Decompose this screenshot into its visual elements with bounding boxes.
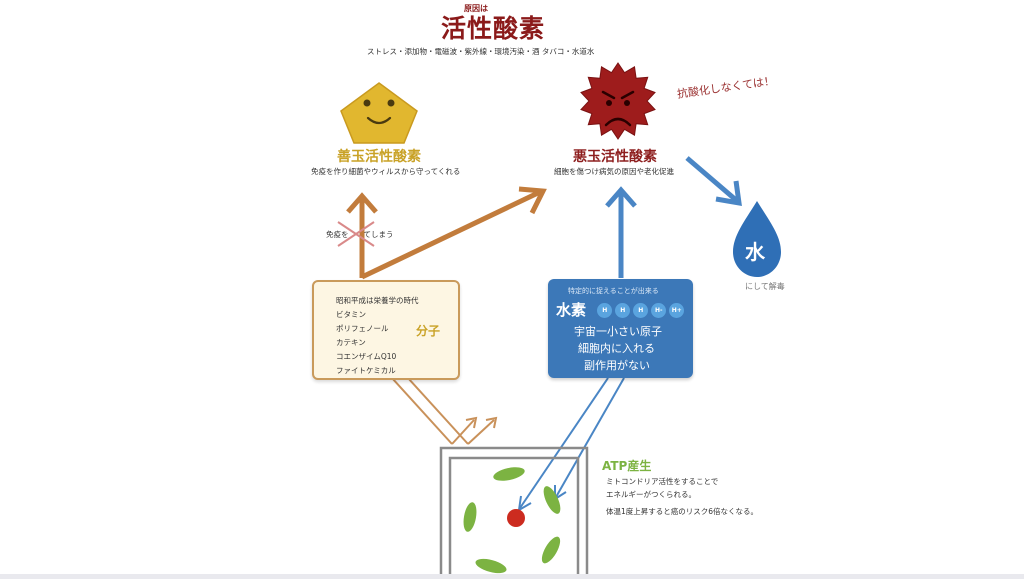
- good-title: 善玉活性酸素: [337, 149, 421, 165]
- good-desc: 免疫を作り細菌やウィルスから守ってくれる: [311, 167, 461, 176]
- hydrogen-line: 細胞内に入れる: [578, 342, 655, 355]
- molecule-line: ファイトケミカル: [336, 366, 396, 375]
- hydrogen-badge: H: [615, 303, 631, 318]
- molecule-line: ポリフェノール: [336, 324, 389, 333]
- immune-note: 免疫を てしまう: [326, 230, 394, 239]
- arrow-molecule-thin: [391, 377, 498, 445]
- atp-line: 体温1度上昇すると癌のリスク6倍なくなる。: [606, 507, 759, 516]
- hydrogen-badge: H-: [651, 303, 667, 318]
- hydrogen-top-note: 特定的に捉えることが出来る: [568, 287, 659, 295]
- bottom-bar: [0, 574, 1024, 579]
- arrow-bad-to-water: [685, 156, 742, 207]
- molecule-line: コエンザイムQ10: [336, 352, 397, 361]
- causes-list: ストレス・添加物・電磁波・紫外線・環境汚染・酒 タバコ・水道水: [367, 47, 595, 56]
- bad-desc: 細胞を傷つけ病気の原因や老化促進: [554, 167, 674, 176]
- cell-box: [439, 446, 589, 579]
- water-char: 水: [745, 240, 765, 264]
- page-title: 活性酸素: [441, 14, 546, 43]
- molecule-line: 昭和平成は栄養学の時代: [336, 296, 419, 305]
- molecule-line: カテキン: [336, 338, 366, 347]
- cross-mark-icon: [337, 221, 375, 247]
- atp-line: エネルギーがつくられる。: [606, 490, 696, 499]
- hydrogen-badge: H: [597, 303, 613, 318]
- arrow-to-bad: [360, 186, 547, 280]
- hydrogen-title-text: 水素: [556, 301, 587, 319]
- water-drop-icon: [733, 201, 781, 277]
- cause-small-label: 原因は: [464, 4, 488, 13]
- hydrogen-badge: H+: [669, 303, 685, 318]
- hydrogen-badge: H: [633, 303, 649, 318]
- good-face-icon: [340, 82, 418, 144]
- atp-line: ミトコンドリア活性をすることで: [606, 477, 719, 486]
- arrow-hydrogen-to-bad: [605, 186, 637, 278]
- water-note: にして解毒: [745, 282, 785, 291]
- hydrogen-line: 副作用がない: [584, 359, 650, 372]
- molecule-box: 昭和平成は栄養学の時代 ビタミン ポリフェノール カテキン コエンザイムQ10 …: [312, 280, 460, 380]
- hydrogen-line: 宇宙一小さい原子: [574, 325, 662, 338]
- bad-title: 悪玉活性酸素: [573, 149, 657, 165]
- molecule-line: ビタミン: [336, 310, 366, 319]
- molecule-label: 分子: [416, 324, 441, 338]
- arrow-hydrogen-thin: [517, 377, 625, 512]
- bad-face-icon: [580, 62, 656, 140]
- atp-title: ATP産生: [602, 459, 652, 473]
